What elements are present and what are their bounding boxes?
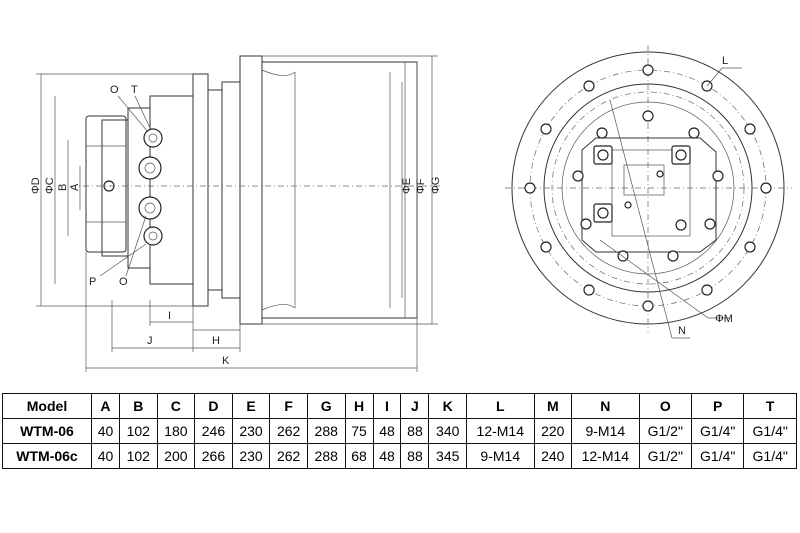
table-cell: 48 [372, 418, 402, 444]
port-t-icon [143, 128, 163, 148]
table-cell: G1/4" [690, 418, 745, 444]
table-cell: 340 [428, 418, 468, 444]
table-cell: G1/2" [638, 443, 692, 469]
label-dim-g: ΦG [430, 177, 442, 194]
label-l: L [722, 55, 728, 67]
drum-flange [239, 55, 263, 325]
table-cell: G1/4" [743, 443, 797, 469]
motor-end-plate [581, 137, 717, 253]
header-cell: Model [2, 393, 92, 419]
table-cell: 40 [91, 418, 120, 444]
port-p-icon [143, 226, 163, 246]
table-cell: 262 [269, 443, 308, 469]
label-port-t: T [131, 84, 138, 96]
label-dim-d: ΦD [30, 177, 42, 194]
table-cell: G1/4" [690, 443, 745, 469]
motor-housing [149, 95, 194, 285]
table-cell: 230 [231, 443, 271, 469]
label-dim-k: K [222, 355, 230, 367]
table-cell: 48 [372, 443, 402, 469]
port-o2-icon [138, 196, 162, 220]
motor-flange [192, 73, 209, 307]
label-port-o2: O [119, 276, 128, 288]
label-dim-c: ΦC [44, 177, 56, 194]
table-cell: 200 [156, 443, 196, 469]
label-port-o: O [110, 84, 119, 96]
table-cell: 12-M14 [571, 443, 640, 469]
label-port-p: P [89, 276, 96, 288]
label-dim-i: I [168, 310, 171, 322]
header-cell: O [638, 393, 692, 419]
table-cell: 345 [428, 443, 468, 469]
label-dim-a: A [69, 183, 81, 191]
label-m: ΦM [715, 313, 733, 325]
label-dim-b: B [57, 184, 69, 191]
header-cell: I [372, 393, 402, 419]
spec-table: Model A B C D E F G H I J K L M N O P T … [2, 393, 797, 469]
table-cell: 180 [156, 418, 196, 444]
table-cell: 288 [306, 443, 346, 469]
table-cell: 75 [344, 418, 374, 444]
table-cell: 88 [400, 418, 430, 444]
table-cell: 9-M14 [571, 418, 640, 444]
header-cell: B [118, 393, 158, 419]
header-cell: F [269, 393, 308, 419]
header-cell: E [231, 393, 271, 419]
table-cell: G1/2" [638, 418, 692, 444]
table-cell: 12-M14 [466, 418, 535, 444]
table-cell: 240 [533, 443, 573, 469]
drum-body [261, 61, 418, 319]
table-cell: 102 [118, 418, 158, 444]
header-cell: D [194, 393, 233, 419]
table-cell: 9-M14 [466, 443, 535, 469]
model-cell: WTM-06 [2, 418, 92, 444]
table-cell: 288 [306, 418, 346, 444]
table-header-row: Model A B C D E F G H I J K L M N O P T [2, 393, 797, 419]
label-dim-e: ΦE [401, 178, 413, 194]
table-row: WTM-06c 40 102 200 266 230 262 288 68 48… [2, 443, 797, 469]
label-dim-j: J [147, 335, 153, 347]
label-dim-h: H [212, 335, 220, 347]
header-cell: N [571, 393, 640, 419]
table-cell: 246 [194, 418, 233, 444]
table-cell: 40 [91, 443, 120, 469]
technical-drawing: O T P O ΦD ΦC B A ΦE ΦF ΦG I H J K [30, 45, 792, 372]
valve-block [85, 115, 127, 253]
table-cell: 88 [400, 443, 430, 469]
label-n: N [678, 325, 686, 337]
header-cell: M [533, 393, 573, 419]
table-cell: 266 [194, 443, 233, 469]
header-cell: L [466, 393, 535, 419]
header-cell: C [156, 393, 196, 419]
header-cell: T [743, 393, 797, 419]
table-cell: 68 [344, 443, 374, 469]
side-view: O T P O ΦD ΦC B A ΦE ΦF ΦG I H J K [30, 55, 442, 372]
table-cell: 262 [269, 418, 308, 444]
header-cell: H [344, 393, 374, 419]
header-cell: J [400, 393, 430, 419]
header-cell: A [91, 393, 120, 419]
header-cell: P [690, 393, 745, 419]
label-dim-f: ΦF [415, 178, 427, 194]
table-row: WTM-06 40 102 180 246 230 262 288 75 48 … [2, 418, 797, 444]
header-cell: G [306, 393, 346, 419]
table-cell: G1/4" [743, 418, 797, 444]
header-cell: K [428, 393, 468, 419]
table-cell: 220 [533, 418, 573, 444]
table-cell: 102 [118, 443, 158, 469]
inner-bolt-holes [572, 110, 724, 262]
front-view: L N ΦM [505, 45, 792, 339]
port-o-icon [138, 156, 162, 180]
table-cell: 230 [231, 418, 271, 444]
model-cell: WTM-06c [2, 443, 92, 469]
outer-bolt-holes [524, 64, 772, 312]
